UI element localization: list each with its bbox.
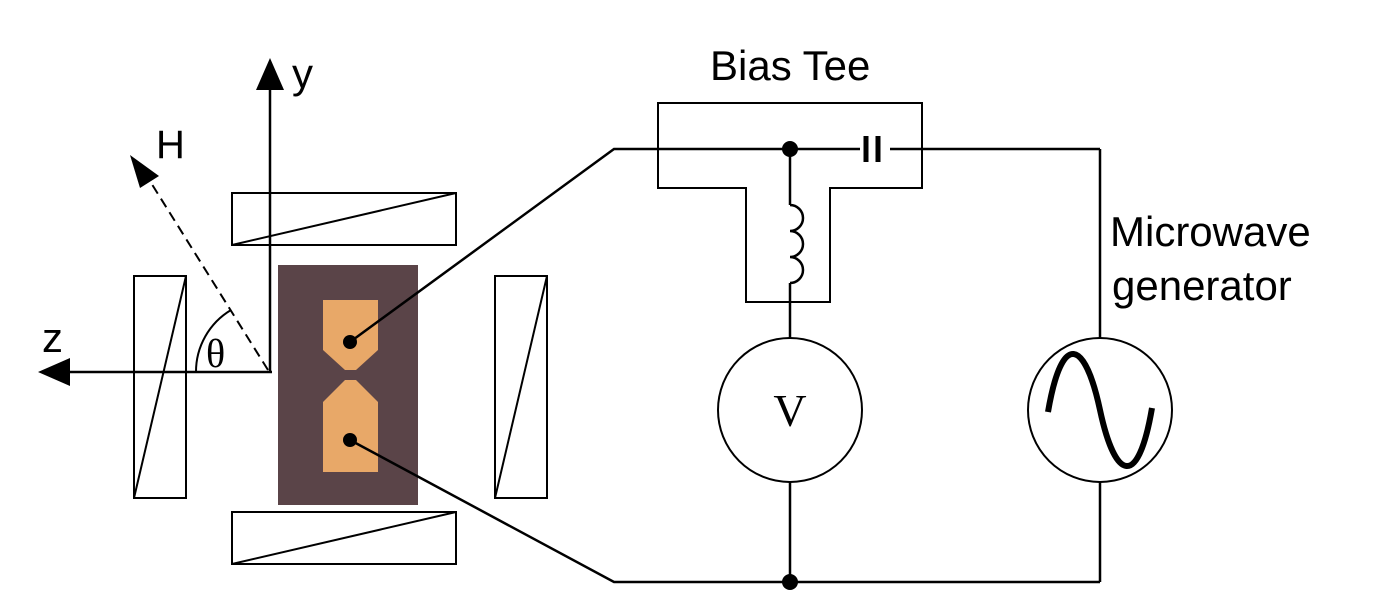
contact-pad-top [323,300,378,370]
lead-bottom [349,438,1100,584]
inductor-coil-icon [789,203,805,285]
magnet-bottom [231,511,457,565]
y-axis-label: y [292,50,313,97]
voltmeter-label: V [773,385,806,436]
z-axis-label: z [42,314,63,361]
magnet-poles [133,192,548,565]
contact-pad-bottom [323,380,378,472]
y-axis-arrowhead [256,58,284,90]
sample-leads [349,147,1100,584]
voltmeter: V [717,337,863,590]
angle-label: θ [206,331,225,376]
field-vector-arrowhead [130,155,159,188]
microwave-generator: Microwave generator [920,147,1311,582]
generator-label-line2: generator [1112,262,1292,309]
field-vector-line [147,177,269,371]
sample-image [278,265,418,505]
angle-arc [194,309,232,373]
bias-tee-outline [657,102,923,303]
bias-tee-label: Bias Tee [710,42,870,89]
field-label: H [156,123,185,167]
z-axis-arrowhead [38,358,70,386]
sine-wave-icon [1045,351,1155,469]
magnet-top [231,192,457,246]
coordinate-axes: y z H θ [38,50,313,386]
generator-label-line1: Microwave [1110,208,1311,255]
magnet-right [494,275,548,499]
bias-tee: Bias Tee [657,42,923,338]
capacitor-icon [860,136,890,162]
ground-junction [782,574,798,590]
magnet-left [133,275,187,499]
lead-top [349,147,920,344]
